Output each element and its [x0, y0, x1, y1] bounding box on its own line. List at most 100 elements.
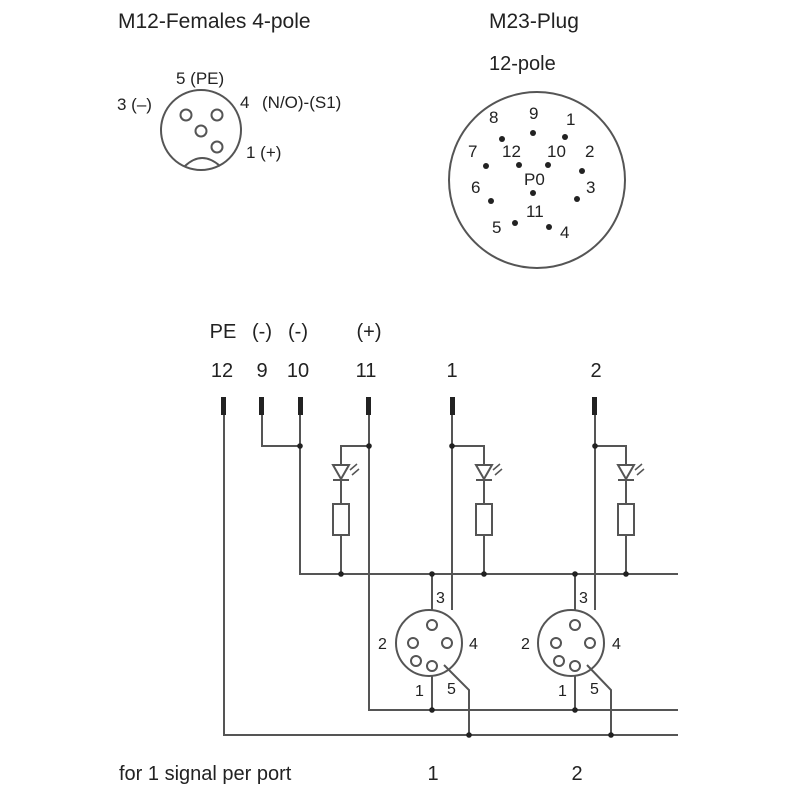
port-pin-label: 3 [436, 590, 445, 607]
terminal-function-label: (+) [357, 321, 382, 343]
m23-pin [574, 196, 580, 202]
m12-connector: M12-Females 4-pole 5 (PE) 3 (–) 4 (N/O)-… [117, 10, 341, 171]
m12-pin-4 [210, 108, 224, 122]
m23-label: 6 [471, 178, 480, 197]
m23-subtitle: 12-pole [489, 53, 556, 75]
m23-label: 3 [586, 178, 595, 197]
port-pin [553, 655, 565, 667]
terminal-function-label: PE [210, 321, 237, 343]
port-2-pin5-wire [586, 664, 612, 735]
junction-dot [481, 571, 487, 577]
junction-dot [608, 732, 614, 738]
m12-label-pin1: 1 (+) [246, 143, 281, 162]
port-2-socket: 3 2 4 1 5 [521, 590, 621, 700]
port-1-socket: 3 2 4 1 5 [378, 590, 478, 700]
m23-outline [448, 91, 626, 269]
port-pin [550, 637, 562, 649]
m23-label: 5 [492, 218, 501, 237]
led-icon [616, 463, 645, 482]
port-socket-outline [395, 609, 463, 677]
port-number-label: 1 [427, 763, 438, 785]
m12-pin-1 [210, 140, 224, 154]
port-pin [426, 619, 438, 631]
m23-pin [483, 163, 489, 169]
junction-dot [429, 571, 435, 577]
terminal-pin [259, 397, 264, 415]
m23-pin [488, 198, 494, 204]
led-icon [331, 463, 360, 482]
terminal-pin [592, 397, 597, 415]
m23-label: 4 [560, 223, 569, 242]
m12-title: M12-Females 4-pole [118, 10, 311, 33]
m23-label: P0 [524, 170, 545, 189]
m12-key [184, 157, 221, 167]
terminal-number-label: 9 [256, 360, 267, 382]
junction-dot [449, 443, 455, 449]
m23-pin [546, 224, 552, 230]
terminal-pin [450, 397, 455, 415]
port-pin-label: 5 [590, 681, 599, 698]
port-pin [410, 655, 422, 667]
terminal-number-label: 10 [287, 360, 309, 382]
led-icon [474, 463, 503, 482]
port-socket-outline [537, 609, 605, 677]
m23-connector: M23-Plug 12-pole 9 1 8 7 12 10 2 P0 6 3 … [448, 10, 626, 269]
port-pin [569, 660, 581, 672]
resistor-icon [475, 503, 493, 536]
m23-label: 2 [585, 142, 594, 161]
m12-label-pin5: 5 (PE) [176, 69, 224, 88]
junction-dot [338, 571, 344, 577]
port-pin-label: 1 [415, 683, 424, 700]
terminal-function-label: (-) [288, 321, 308, 343]
port-pin-label: 2 [378, 636, 387, 653]
junction-dot [572, 571, 578, 577]
port-pin [569, 619, 581, 631]
port-pin-label: 4 [469, 636, 478, 653]
port-number-label: 2 [571, 763, 582, 785]
terminal-labels: PE (-) (-) (+) 12 9 10 11 1 2 [210, 321, 602, 382]
port-pin [426, 660, 438, 672]
resistor-icon [332, 503, 350, 536]
terminal-pin [221, 397, 226, 415]
m23-label: 8 [489, 108, 498, 127]
port-pin-label: 4 [612, 636, 621, 653]
m23-title: M23-Plug [489, 10, 579, 33]
m12-label-pin3: 3 (–) [117, 95, 152, 114]
port-pin-label: 1 [558, 683, 567, 700]
m23-pin [512, 220, 518, 226]
junction-dot [623, 571, 629, 577]
port-1-pin5-wire [443, 664, 470, 735]
m23-pin [545, 162, 551, 168]
led-branch-wire [340, 445, 369, 465]
terminal-pins [221, 397, 597, 415]
junction-dot [572, 707, 578, 713]
junction-dot [366, 443, 372, 449]
port-pin-label: 3 [579, 590, 588, 607]
terminal-number-label: 1 [446, 360, 457, 382]
port-pin-label: 5 [447, 681, 456, 698]
m12-label-pin4: 4 [240, 93, 249, 112]
m23-label: 1 [566, 110, 575, 129]
m12-label-pin4-function: (N/O)-(S1) [262, 93, 341, 112]
junction-dot [297, 443, 303, 449]
signal-2-led-branch [595, 445, 627, 465]
footer-caption: for 1 signal per port [119, 763, 292, 785]
junction-dot [466, 732, 472, 738]
minus-bridge-wire [261, 415, 300, 447]
signal-1-led-branch [452, 445, 485, 465]
pe-wire [223, 415, 678, 736]
port-pin [584, 637, 596, 649]
terminal-pin [298, 397, 303, 415]
m23-label: 10 [547, 142, 566, 161]
junction-dot [429, 707, 435, 713]
m23-pin [579, 168, 585, 174]
port-pin [407, 637, 419, 649]
terminal-number-label: 11 [356, 360, 377, 382]
terminal-function-label: (-) [252, 321, 272, 343]
m23-label: 7 [468, 142, 477, 161]
port-pin-label: 2 [521, 636, 530, 653]
wiring [223, 415, 678, 738]
resistor-icon [617, 503, 635, 536]
terminal-number-label: 2 [590, 360, 601, 382]
